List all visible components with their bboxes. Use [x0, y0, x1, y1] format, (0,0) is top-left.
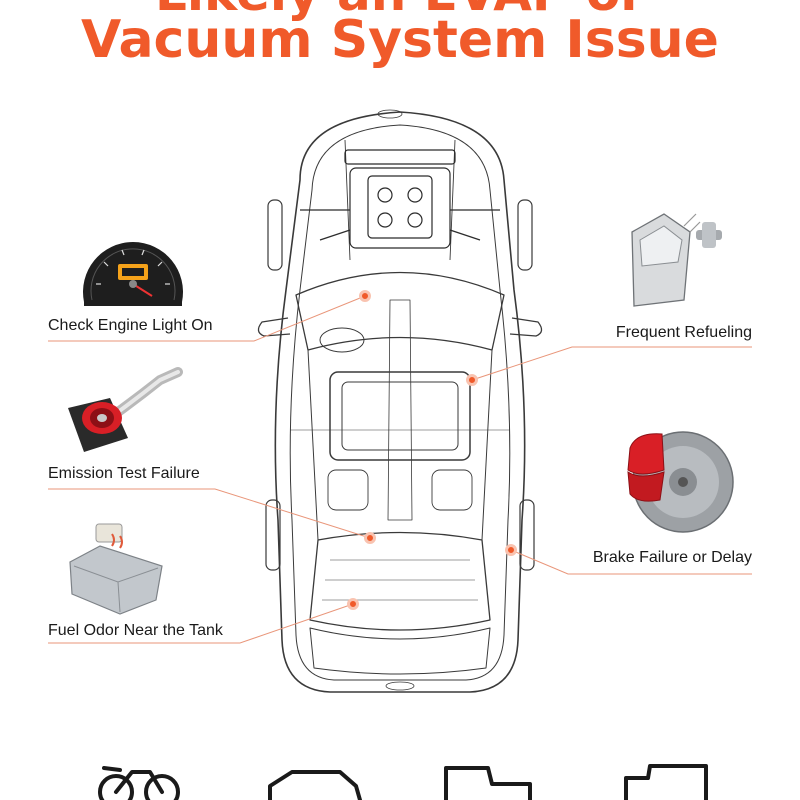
- dot-check-engine: [359, 290, 371, 302]
- air-intake-filter-icon: [68, 367, 183, 452]
- label-fuel-odor: Fuel Odor Near the Tank: [48, 622, 223, 639]
- check-engine-gauge-icon: [82, 242, 184, 306]
- dot-refueling: [466, 374, 478, 386]
- engine-block: [300, 149, 500, 249]
- sedan-icon: [268, 770, 362, 800]
- box-truck-icon: [624, 764, 708, 800]
- callout-dots: [347, 290, 517, 610]
- brake-caliper-icon: [627, 431, 734, 533]
- dot-emission: [364, 532, 376, 544]
- callout-lines: [48, 295, 752, 644]
- title-line-2: Vacuum System Issue: [81, 10, 719, 70]
- label-check-engine-light: Check Engine Light On: [48, 317, 213, 334]
- label-frequent-refueling: Frequent Refueling: [615, 324, 752, 341]
- motorcycle-icon: [98, 766, 180, 800]
- label-brake-failure: Brake Failure or Delay: [592, 549, 752, 566]
- car-door-fuel-cap-icon: [631, 213, 722, 307]
- dot-brake: [505, 544, 517, 556]
- title-line-1: Likely an EVAP or: [0, 0, 800, 22]
- fuel-tank-icon: [69, 523, 163, 615]
- pickup-truck-icon: [444, 766, 532, 800]
- car-outline: [257, 109, 543, 693]
- label-emission-test-failure: Emission Test Failure: [48, 465, 200, 482]
- dot-fuel-odor: [347, 598, 359, 610]
